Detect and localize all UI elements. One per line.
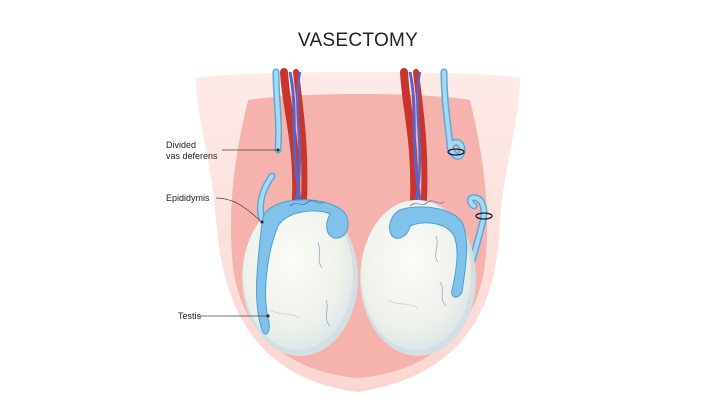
ligature-upper (447, 148, 465, 156)
ligature-lower (475, 212, 493, 220)
label-divided-vas-deferens-line2: vas deferens (166, 151, 218, 161)
label-divided-vas-deferens-line1: Divided (166, 140, 196, 150)
leader-lines (200, 148, 280, 318)
right-testis (360, 200, 476, 356)
left-spermatic-cord (280, 68, 308, 204)
right-epididymis (389, 206, 468, 298)
right-spermatic-cord (400, 68, 428, 204)
diagram-title: VASECTOMY (297, 30, 419, 51)
left-vas-deferens (256, 68, 283, 224)
label-epididymis: Epididymis (166, 193, 210, 203)
left-epididymis (256, 199, 349, 335)
epididymis-vessels (289, 200, 445, 207)
label-testis: Testis (178, 311, 202, 321)
